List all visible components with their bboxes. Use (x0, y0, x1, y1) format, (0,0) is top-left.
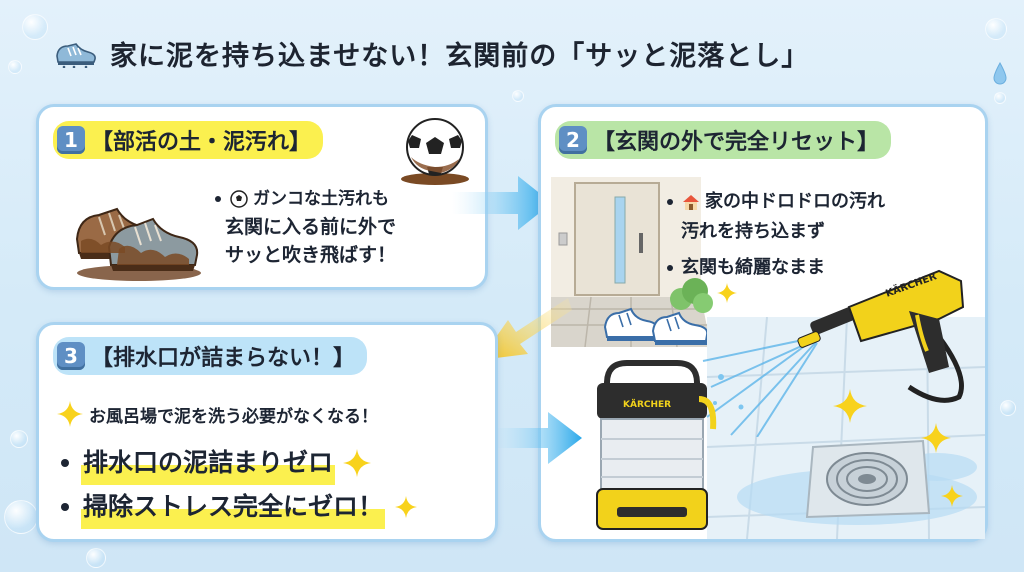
page-title-text: 家に泥を持ち込ませない！玄関前の「サッと泥落とし」 (110, 40, 810, 72)
bubble-decoration (86, 548, 106, 568)
card3-bullets: 排水口の泥詰まりゼロ 掃除ストレス完全にゼロ！ (61, 441, 418, 529)
bubble-decoration (1000, 400, 1016, 416)
card1-line-3: サッと吹き飛ばす！ (225, 244, 397, 266)
card1-line-2: 玄関に入る前に外で (225, 216, 397, 238)
water-spray (702, 336, 818, 437)
list-item: 玄関に入る前に外で (215, 213, 396, 241)
pressure-washer-icon: KÄRCHER (797, 268, 965, 403)
list-item: 家の中ドロドロの汚れ (667, 187, 885, 217)
sparkle-icon (833, 389, 867, 423)
sparkle-icon (717, 283, 737, 303)
bubble-decoration (985, 18, 1007, 40)
card1-line-1: ガンコな土汚れも (253, 189, 389, 209)
step-number: 3 (57, 342, 85, 370)
step-number: 2 (559, 126, 587, 154)
card-entrance-reset: 2 【玄関の外で完全リセット】 家の中ドロドロの汚れ 汚れを持ち込まず (538, 104, 988, 542)
sparkle-icon (395, 496, 418, 518)
card2-line-1: 家の中ドロドロの汚れ (705, 191, 885, 212)
card-mud-stains: 1 【部活の土・泥汚れ】 ガンコな土汚れも 玄関に入 (36, 104, 488, 290)
card3-bullet-2: 掃除ストレス完全にゼロ！ (81, 485, 386, 529)
shrub-icon (670, 278, 713, 313)
page-title: 家に泥を持ち込ませない！玄関前の「サッと泥落とし」 (54, 30, 809, 76)
water-tank-icon: KÄRCHER (596, 360, 717, 530)
muddy-shoes-icon (75, 207, 201, 281)
bullet (215, 196, 221, 202)
drain-icon (805, 439, 931, 519)
bullet (61, 503, 69, 511)
list-item: 玄関も綺麗なまま (667, 253, 885, 283)
list-item: 掃除ストレス完全にゼロ！ (61, 485, 418, 529)
arrow-icon (480, 298, 572, 360)
bullet (61, 459, 69, 467)
cleat-icon (56, 43, 96, 68)
step-number: 1 (57, 126, 85, 154)
card-label: 1 【部活の土・泥汚れ】 (53, 121, 324, 159)
card2-line-2: 汚れを持ち込まず (681, 221, 825, 242)
soccer-ball-icon (401, 118, 469, 185)
soccer-ball-icon (230, 190, 248, 208)
list-item: 排水口の泥詰まりゼロ (61, 441, 417, 485)
bullet (667, 265, 673, 271)
house-icon (683, 195, 699, 210)
card-label-text: 【部活の土・泥汚れ】 (91, 130, 312, 155)
bullet (667, 199, 673, 205)
clean-shoes-icon (603, 307, 709, 345)
arrow-icon (452, 176, 552, 230)
bubble-decoration (512, 90, 524, 102)
card-label-text: 【玄関の外で完全リセット】 (593, 130, 880, 155)
card-label-text: 【排水口が詰まらない！】 (91, 346, 356, 371)
sparkle-icon (343, 449, 372, 477)
sparkle-icon (921, 423, 951, 453)
bubble-decoration (22, 14, 48, 40)
card2-text: 家の中ドロドロの汚れ 汚れを持ち込まず 玄関も綺麗なまま (667, 187, 885, 283)
card-label: 3 【排水口が詰まらない！】 (53, 337, 368, 375)
sparkle-icon (941, 485, 963, 507)
bubble-decoration (994, 92, 1006, 104)
card-drain-clog: 3 【排水口が詰まらない！】 お風呂場で泥を洗う必要がなくなる！ 排水口の泥詰ま… (36, 322, 498, 542)
list-item: サッと吹き飛ばす！ (215, 241, 396, 269)
card1-text: ガンコな土汚れも 玄関に入る前に外で サッと吹き飛ばす！ (215, 185, 396, 269)
card3-subline-text: お風呂場で泥を洗う必要がなくなる！ (89, 406, 378, 427)
bubble-decoration (10, 430, 28, 448)
card3-subline: お風呂場で泥を洗う必要がなくなる！ (57, 401, 378, 427)
sparkle-icon (57, 401, 83, 427)
bubble-decoration (4, 500, 38, 534)
brand-label: KÄRCHER (623, 399, 671, 410)
bubble-decoration (8, 60, 22, 74)
card-label: 2 【玄関の外で完全リセット】 (555, 121, 892, 159)
list-item: 汚れを持ち込まず (667, 217, 885, 247)
water-drop-icon (993, 62, 1007, 85)
card3-bullet-1: 排水口の泥詰まりゼロ (81, 441, 336, 485)
card2-line-3: 玄関も綺麗なまま (681, 257, 825, 278)
arrow-icon (490, 412, 582, 464)
list-item: ガンコな土汚れも (215, 185, 396, 213)
